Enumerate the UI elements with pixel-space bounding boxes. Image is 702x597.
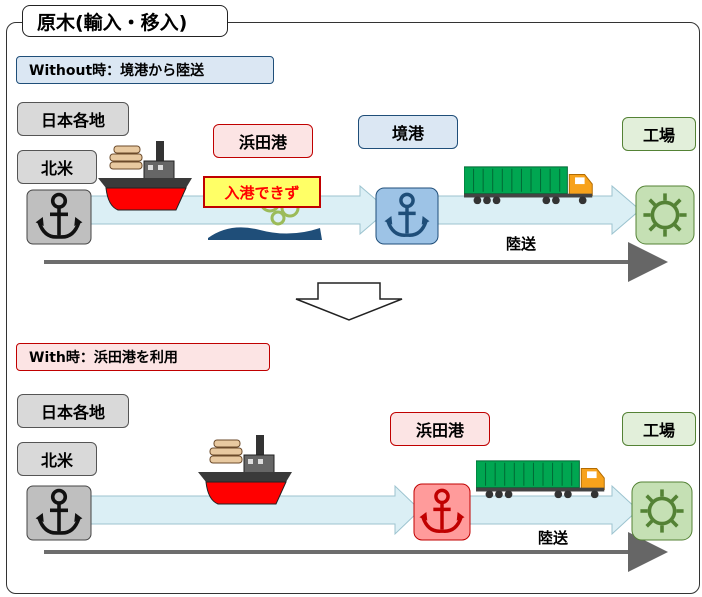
port-sakaiminato-label: 境港 xyxy=(358,115,458,149)
origin-japan-label: 日本各地 xyxy=(17,102,129,136)
diagram-title: 原木(輸入・移入) xyxy=(22,5,228,37)
wave-icon xyxy=(208,227,322,240)
cannot-enter-port-badge: 入港できず xyxy=(203,176,321,208)
origin-north-america-label: 北米 xyxy=(17,150,97,184)
land-transport-label: 陸送 xyxy=(538,529,569,547)
factory-label: 工場 xyxy=(622,117,696,151)
ship-icon xyxy=(197,434,293,505)
down-arrow-icon xyxy=(295,282,403,321)
land-transport-label: 陸送 xyxy=(506,235,537,253)
truck-icon xyxy=(476,460,605,499)
factory-label: 工場 xyxy=(622,412,696,446)
ship-icon xyxy=(97,140,193,211)
scenario-with-label: With時：浜田港を利用 xyxy=(16,343,270,371)
origin-japan-label: 日本各地 xyxy=(17,394,129,428)
port-hamada-label: 浜田港 xyxy=(390,412,490,446)
port-hamada-label: 浜田港 xyxy=(213,124,313,158)
diagram-frame xyxy=(6,22,700,594)
origin-north-america-label: 北米 xyxy=(17,442,97,476)
scenario-without-label: Without時：境港から陸送 xyxy=(16,56,274,84)
sea-route-arrow xyxy=(59,484,421,536)
